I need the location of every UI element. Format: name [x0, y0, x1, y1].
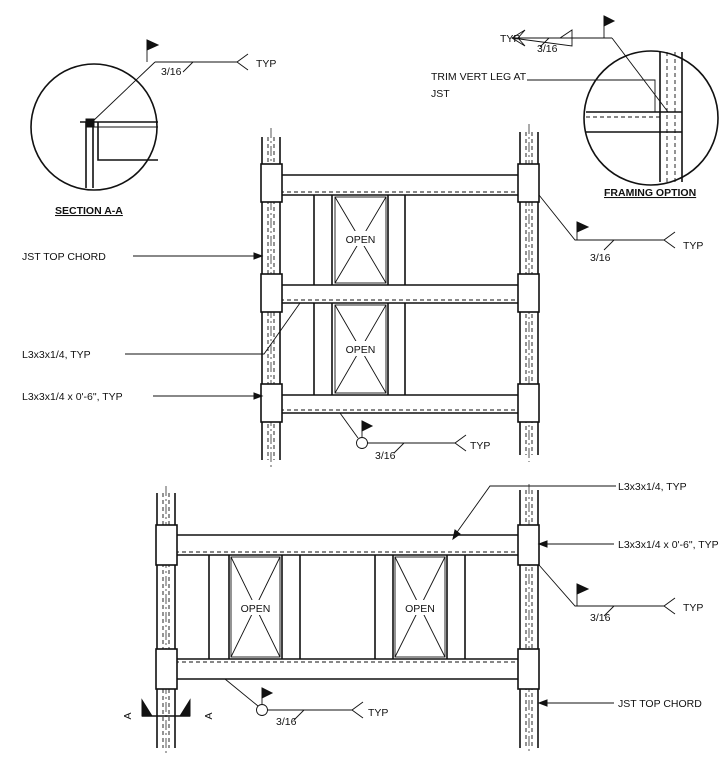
trim-note-line2: JST — [431, 88, 450, 100]
bottom-weld-line — [267, 701, 364, 719]
framing-option-circle — [583, 50, 719, 186]
trim-note-line1: TRIM VERT LEG AT — [431, 71, 527, 83]
middle-opening-lower — [334, 304, 387, 394]
bottom-opening-right — [394, 556, 446, 658]
framing-option-weld-tail: TYP — [500, 33, 520, 45]
field-weld-flag-icon — [576, 221, 590, 233]
angle-typ-label-right: L3x3x1/4, TYP — [618, 481, 687, 493]
bottom-weld-size: 3/16 — [276, 716, 297, 728]
framing-option-angle — [586, 111, 682, 133]
jst-top-chord-label-left: JST TOP CHORD — [22, 251, 106, 263]
section-mark-left: A — [122, 712, 134, 719]
bottom-right-weld-leader — [538, 564, 676, 615]
section-a-a-angle-leg — [97, 122, 158, 161]
middle-clip-right-1 — [517, 163, 540, 203]
middle-right-weld-leader — [538, 194, 676, 249]
field-weld-flag-icon — [603, 15, 616, 27]
section-arrow-left-icon — [141, 698, 153, 717]
field-weld-flag-icon — [361, 420, 374, 432]
middle-right-weld-size: 3/16 — [590, 252, 611, 264]
bottom-infill-verticals — [208, 555, 466, 659]
bottom-opening-right-label: OPEN — [405, 603, 435, 615]
angle-typ-leader-left — [125, 302, 301, 355]
angle-clip-label-right: L3x3x1/4 x 0'-6", TYP — [618, 539, 719, 551]
section-a-a-weld-leader — [91, 61, 156, 123]
section-a-a-detail: 3/16 TYP SECTION A-A — [30, 39, 276, 217]
jst-top-chord-label-right: JST TOP CHORD — [618, 698, 702, 710]
middle-right-weld-tail: TYP — [683, 240, 703, 252]
framing-option-weld-leader — [611, 37, 669, 113]
section-a-a-title: SECTION A-A — [55, 205, 123, 217]
fillet-weld-symbol-icon — [182, 61, 194, 73]
bottom-right-weld-tail: TYP — [683, 602, 703, 614]
framing-option-weld-size: 3/16 — [537, 43, 558, 55]
middle-clip-left-2 — [260, 273, 283, 313]
section-mark-right: A — [203, 712, 215, 719]
middle-opening-upper — [334, 196, 387, 284]
field-weld-flag-icon — [576, 583, 590, 595]
angle-typ-leader-right — [454, 485, 616, 536]
middle-clip-left-1 — [260, 163, 283, 203]
framing-option-detail: TYP 3/16 TRIM VERT LEG AT JST FRAMING OP… — [431, 15, 719, 199]
middle-clip-right-2 — [517, 273, 540, 313]
bottom-clip-left-1 — [155, 524, 178, 566]
middle-opening-upper-label: OPEN — [346, 234, 376, 246]
angle-clip-label-left: L3x3x1/4 x 0'-6", TYP — [22, 391, 123, 403]
middle-angle-member-2 — [280, 284, 520, 304]
bottom-angle-member-2 — [175, 658, 520, 680]
section-a-a-weld — [85, 118, 95, 128]
bottom-opening-left — [230, 556, 281, 658]
middle-infill-verticals-lower — [313, 303, 406, 395]
weld-all-around-icon — [256, 704, 268, 716]
bottom-clip-right-2 — [517, 648, 540, 690]
middle-framing-plan: OPEN OPEN JST TOP CHORD L3x3x1/4, TYP L3… — [22, 124, 703, 468]
field-weld-flag-icon — [261, 687, 274, 699]
middle-bottom-weld-size: 3/16 — [375, 450, 396, 462]
weld-all-around-icon — [356, 437, 368, 449]
framing-option-weld-line — [511, 29, 612, 47]
middle-clip-left-3 — [260, 383, 283, 423]
framing-option-joist-chord — [659, 52, 683, 182]
angle-typ-label-left: L3x3x1/4, TYP — [22, 349, 91, 361]
field-weld-flag-icon — [146, 39, 160, 51]
middle-clip-right-3 — [517, 383, 540, 423]
framing-option-title: FRAMING OPTION — [604, 187, 696, 199]
middle-bottom-weld-tail: TYP — [470, 440, 490, 452]
middle-opening-lower-label: OPEN — [346, 344, 376, 356]
bottom-opening-left-label: OPEN — [241, 603, 271, 615]
bottom-weld-tail: TYP — [368, 707, 388, 719]
trim-note-leader — [527, 79, 656, 112]
bottom-framing-plan: OPEN OPEN A A L3x3x1/4, TYP L3x3x1/4 x 0… — [122, 481, 719, 754]
middle-bottom-weld-line — [367, 434, 467, 452]
bottom-right-weld-size: 3/16 — [590, 612, 611, 624]
middle-infill-verticals-upper — [313, 195, 406, 285]
section-a-a-weld-tail: TYP — [256, 58, 276, 70]
bottom-angle-member-1 — [175, 534, 520, 556]
section-a-a-weld-size: 3/16 — [161, 66, 182, 78]
section-arrow-right-icon — [179, 698, 191, 717]
middle-angle-member-3 — [280, 394, 520, 414]
bottom-clip-right-1 — [517, 524, 540, 566]
middle-angle-member-1 — [280, 174, 520, 196]
bottom-clip-left-2 — [155, 648, 178, 690]
